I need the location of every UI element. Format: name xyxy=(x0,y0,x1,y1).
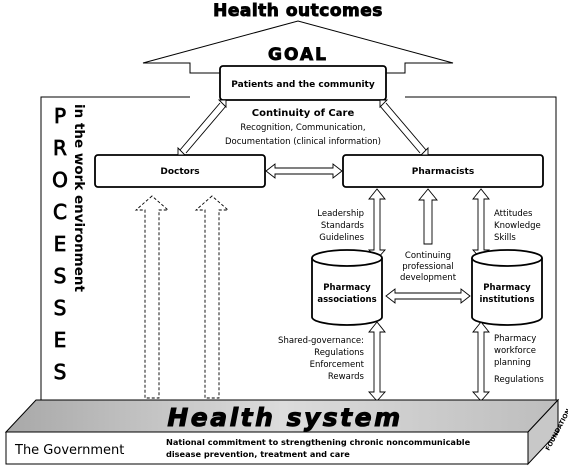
processes-letter: S xyxy=(54,360,67,384)
skills-item: Skills xyxy=(494,233,516,243)
enforcement-item: Enforcement xyxy=(310,360,365,370)
goal-label: GOAL xyxy=(268,45,328,65)
dashed-arrow-right xyxy=(194,195,230,399)
inst-label-line2: institutions xyxy=(479,295,534,305)
continuity-line2: Documentation (clinical information) xyxy=(225,137,381,147)
continuing-dev-arrow xyxy=(418,188,438,245)
processes-letter: S xyxy=(54,296,67,320)
pharmacists-label: Pharmacists xyxy=(412,167,474,177)
pharmacy-institutions-cylinder xyxy=(471,249,543,326)
processes-letter: O xyxy=(52,168,68,192)
processes-letter: S xyxy=(54,264,67,288)
standards-item: Standards xyxy=(321,221,365,231)
assoc-label-line1: Pharmacy xyxy=(323,283,371,293)
patients-label: Patients and the community xyxy=(231,80,375,90)
workforce-item: workforce xyxy=(494,346,536,356)
doctors-label: Doctors xyxy=(160,167,199,177)
inst-label-line1: Pharmacy xyxy=(483,283,531,293)
inst-health-arrow xyxy=(471,321,491,402)
processes-vertical-text: P R O C E S S E S xyxy=(52,104,69,385)
doctors-patients-arrow xyxy=(177,99,227,156)
planning-item: planning xyxy=(494,358,531,368)
health-system-label: Health system xyxy=(167,403,402,432)
commitment-line2: disease prevention, treatment and care xyxy=(166,449,350,459)
inst-regulations-item: Regulations xyxy=(494,375,544,385)
assoc-label-line2: associations xyxy=(317,295,376,305)
health-outcomes-title: Health outcomes xyxy=(213,1,383,21)
government-slab-front xyxy=(5,431,529,465)
goal-roof xyxy=(142,20,454,74)
processes-letter: C xyxy=(53,200,67,224)
continuing-dev-line: development xyxy=(400,273,457,283)
pharmacists-patients-arrow xyxy=(379,99,429,156)
continuity-title: Continuity of Care xyxy=(252,108,355,119)
attitudes-item: Attitudes xyxy=(494,209,533,219)
processes-letter: E xyxy=(54,328,67,352)
assoc-inst-arrow xyxy=(385,288,471,304)
patients-box xyxy=(219,65,387,101)
continuing-dev-line: Continuing xyxy=(405,251,451,261)
processes-letter: P xyxy=(54,104,66,128)
pharmacists-box xyxy=(342,154,544,188)
assoc-pharmacists-arrow xyxy=(367,188,387,260)
pharmacy-item: Pharmacy xyxy=(494,334,536,344)
work-environment-text: in the work environment xyxy=(71,104,87,293)
doctors-pharmacists-arrow xyxy=(265,163,343,179)
inst-pharmacists-arrow xyxy=(471,188,491,260)
guidelines-item: Guidelines xyxy=(319,233,364,243)
assoc-health-arrow xyxy=(367,321,387,402)
continuing-dev-line: professional xyxy=(402,262,454,272)
continuity-line1: Recognition, Communication, xyxy=(240,123,365,133)
house-frame xyxy=(40,96,190,406)
processes-letter: E xyxy=(54,232,67,256)
dashed-arrow-left xyxy=(134,195,170,399)
shared-governance-item: Shared-governance: xyxy=(278,336,364,346)
knowledge-item: Knowledge xyxy=(494,221,541,231)
processes-letter: R xyxy=(53,136,67,160)
pharmacy-associations-cylinder xyxy=(311,249,383,326)
rewards-item: Rewards xyxy=(328,372,365,382)
commitment-line1: National commitment to strengthening chr… xyxy=(166,437,471,447)
leadership-item: Leadership xyxy=(317,209,364,219)
regulations-item: Regulations xyxy=(314,348,364,358)
government-label: The Government xyxy=(14,443,124,458)
house-frame-right xyxy=(405,96,557,406)
